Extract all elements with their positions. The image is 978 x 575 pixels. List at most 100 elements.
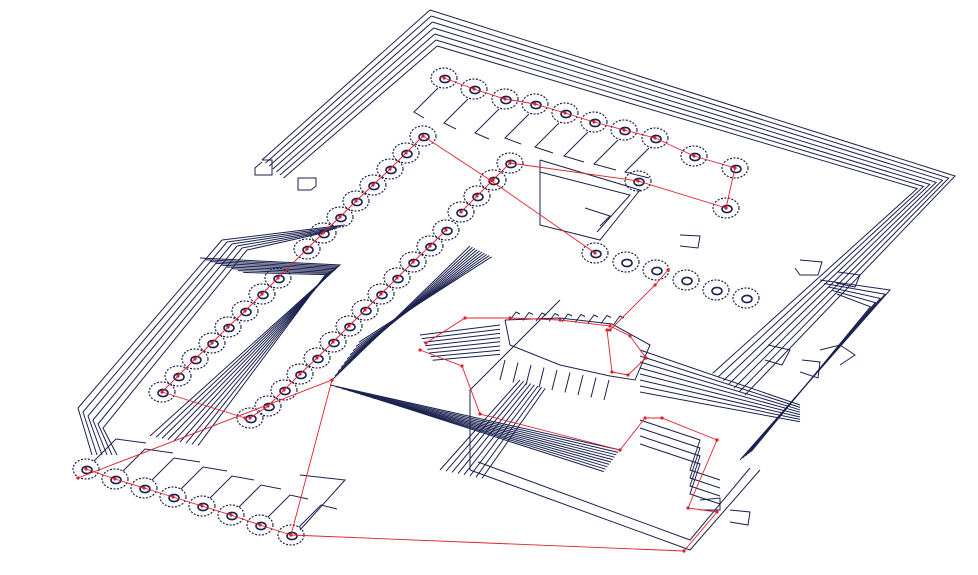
header-lead-trace [504,113,530,145]
airwire-node [622,128,626,132]
pad [303,347,331,369]
pad-ring [432,219,460,241]
inner-test-pad [679,234,701,249]
airwire-layer [76,76,737,553]
airwire-node [200,504,204,508]
right-frame-trace [750,293,872,452]
ic-pin-top [535,312,547,322]
header-lead-trace [298,504,338,528]
pad-ring [392,142,420,164]
pad-ring [342,190,370,212]
airwire-node [84,467,88,471]
ic-pin-top [574,313,586,323]
airwire-node [276,276,280,280]
header-lead-trace [122,448,174,472]
header-lead-trace [209,475,255,499]
pad [286,363,314,385]
pad-ring [309,222,337,244]
airwire-node [338,215,342,219]
airwire [161,135,424,393]
pad-ring [376,158,404,180]
pad-hole [157,388,169,398]
outer-trace-left [261,9,431,161]
pad-layer [72,67,760,546]
bus-trace [149,257,342,437]
airwire-node [653,136,657,140]
pad-ring [367,283,395,305]
airwire-node [508,161,512,165]
pad [521,93,549,115]
pad [641,127,669,149]
pad-hole [621,258,633,268]
airwire-node [363,308,367,312]
pad-hole [351,197,363,207]
left-bus-trace [241,230,330,249]
bus-trace [179,266,333,443]
airwire-node [605,328,609,332]
pad-hole [318,229,330,239]
pad-ring [712,197,740,219]
airwire-node [315,356,319,360]
center-bus-trace [334,246,473,377]
pad [399,251,427,273]
pad-ring [293,238,321,260]
airwire-node [618,448,622,452]
pad-hole [190,355,202,365]
bus-trace [185,268,331,444]
ic-pin-bottom [590,377,597,398]
airwire-node [330,378,334,382]
airwire-node [533,102,537,106]
pad-hole [651,266,663,276]
airwire-node [459,210,463,214]
pad-hole [279,386,291,396]
airwire [161,391,246,419]
airwire-node [491,178,495,182]
lower-right-pad [699,497,721,511]
airwire-node [460,364,464,368]
ic-pin-bottom [538,367,545,388]
pad [335,315,363,337]
pad [367,283,395,305]
bus-trace [155,259,340,438]
pad-hole [425,242,437,252]
ic-pin-top [509,311,521,321]
pad-hole [110,475,122,485]
ic-fan-trace [428,345,501,354]
pad-hole [263,402,275,412]
header-lead-trace [534,122,560,154]
airwire-node [142,486,146,490]
pad [148,381,176,403]
pad [721,157,749,179]
left-bus-trace [226,226,342,243]
airwire-node [660,416,664,420]
airwire [509,162,727,209]
ic-fan-trace [445,380,524,472]
ic-pin-bottom [577,374,584,396]
ic-fan-trace [451,382,528,473]
airwire-node [478,412,482,416]
pad [447,201,475,223]
airwire-node [411,260,415,264]
pad-hole [335,213,347,223]
pad-hole [530,100,542,110]
pad-ring [231,300,259,322]
lower-right-trace [639,443,721,505]
pad-hole [368,181,380,191]
ic-fan-trace [430,349,501,358]
pad-ring [409,125,437,147]
pad-ring [270,379,298,401]
pad-ring [447,201,475,223]
airwire-node [282,388,286,392]
pad-hole [469,85,481,95]
center-bus-trace [343,250,480,364]
pad-ring [479,169,507,191]
pad-hole [590,249,602,259]
airwire-node [243,309,247,313]
airwire-node [558,318,562,322]
airwire-node [371,183,375,187]
outer-trace-left [283,45,438,179]
pad-hole [472,192,484,202]
lower-right-trace [639,419,721,481]
pad-hole [273,274,285,284]
airwire-node [508,316,512,320]
